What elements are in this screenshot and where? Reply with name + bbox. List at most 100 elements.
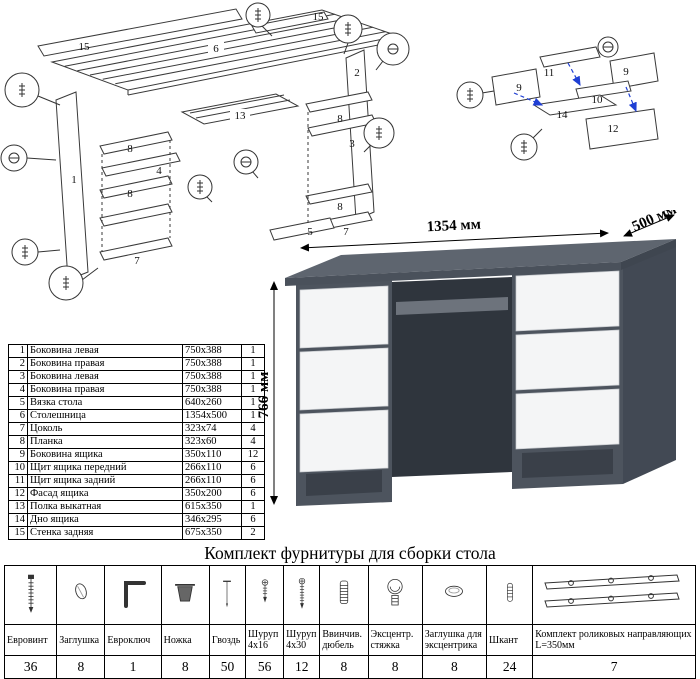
hardware-name: Шкант [486, 624, 534, 656]
screw-4x16-icon [261, 578, 268, 603]
desk-render: 1354 мм 500 мм 766 мм [256, 210, 679, 506]
hardware-qty: 56 [245, 655, 285, 679]
part-label: 8 [127, 188, 133, 200]
back-panel-parts [37, 8, 329, 57]
screw-4x30-icon [298, 577, 305, 609]
main-exploded-diagram: 15 6 15 2 13 8 4 8 1 7 8 3 8 7 5 [0, 2, 410, 301]
side-panel-parts [55, 49, 375, 281]
desk-middle-recess [392, 277, 512, 477]
part-label: 11 [544, 67, 555, 79]
part-label: 1 [71, 174, 77, 186]
hardware-callouts [0, 2, 410, 301]
hardware-name: Ножка [160, 624, 210, 656]
main-part-labels: 15 6 15 2 13 8 4 8 1 7 8 3 8 7 5 [71, 11, 360, 267]
cam-cap-icon [445, 585, 464, 597]
drawer-part-labels: 11 9 9 10 14 12 [516, 66, 629, 135]
hardware-name: Евроключ [104, 624, 162, 656]
nail-icon [223, 580, 232, 607]
part-label: 13 [235, 110, 247, 122]
part-label: 9 [623, 66, 629, 78]
hardware-qty: 7 [532, 655, 696, 679]
left-drawer-stack-parts [99, 131, 181, 261]
drawer-exploded-diagram: 11 9 9 10 14 12 [456, 36, 659, 161]
cam-lock-icon [387, 578, 403, 605]
right-plinth [522, 449, 613, 478]
part-label: 10 [592, 94, 604, 106]
part-label: 7 [134, 255, 140, 267]
drawer-parts [491, 46, 659, 150]
right-drawer-stack-parts [269, 91, 377, 241]
cap-icon [74, 582, 87, 599]
hardware-name: Заглушка [56, 624, 106, 656]
hexkey-icon [124, 580, 147, 608]
hardware-kit-title: Комплект фурнитуры для сборки стола [204, 543, 496, 563]
part-label: 4 [156, 165, 162, 177]
part-label: 6 [213, 43, 219, 55]
part-label: 3 [349, 138, 355, 150]
wood-dowel-icon [506, 582, 513, 602]
hardware-qty: 8 [160, 655, 210, 679]
hardware-table: Евровинт Заглушка Евроключ Ножка Гвоздь … [3, 565, 696, 679]
drawer-hardware-callouts [456, 36, 619, 161]
keyboard-tray [396, 297, 508, 315]
hardware-name: Евровинт [3, 624, 58, 656]
dimension-lines [270, 214, 675, 505]
hardware-name: Ввинчив. дюбель [319, 624, 369, 656]
hardware-qty: 8 [319, 655, 369, 679]
hardware-kit: Евровинт Заглушка Евроключ Ножка Гвоздь … [3, 565, 696, 679]
left-drawer-fronts [299, 285, 389, 473]
tabletop-side-edge [621, 239, 676, 270]
threaded-dowel-icon [339, 580, 349, 604]
hardware-qty: 50 [208, 655, 247, 679]
leg-icon [175, 583, 196, 602]
euroscrew-icon [27, 574, 34, 613]
hardware-name: Заглушка для эксцентрика [421, 624, 488, 656]
width-dimension-label: 1354 мм [426, 217, 481, 236]
hardware-qty: 24 [486, 655, 534, 679]
hardware-names-row: Евровинт Заглушка Евроключ Ножка Гвоздь … [3, 624, 696, 656]
part-label: 8 [337, 113, 343, 125]
part-label: 9 [516, 82, 522, 94]
hardware-qty: 12 [283, 655, 321, 679]
part-label: 8 [127, 143, 133, 155]
roller-guides-icon [544, 573, 680, 608]
hardware-qty: 36 [3, 655, 58, 679]
assembly-direction-arrows [513, 62, 637, 113]
hardware-name: Шуруп 4x30 [283, 624, 321, 656]
depth-dimension-label: 500 мм [630, 210, 679, 235]
part-label: 15 [79, 41, 91, 53]
left-plinth [306, 470, 382, 496]
part-label: 2 [354, 67, 360, 79]
part-label: 8 [337, 201, 343, 213]
hardware-name: Эксцентр. стяжка [367, 624, 423, 656]
hardware-qty: 8 [421, 655, 488, 679]
hardware-qty: 8 [56, 655, 106, 679]
hardware-icons-row [3, 565, 696, 625]
desk-right-side-panel [623, 242, 676, 484]
hardware-name: Гвоздь [208, 624, 247, 656]
hardware-qty: 8 [367, 655, 423, 679]
part-label: 12 [608, 123, 619, 135]
part-label: 15 [313, 11, 325, 23]
tabletop-front-edge [285, 262, 621, 286]
desk-body [285, 239, 676, 506]
hardware-name: Шуруп 4x16 [245, 624, 285, 656]
hardware-qty-row: 36 8 1 8 50 56 12 8 8 8 24 7 [3, 655, 696, 679]
part-label: 14 [557, 109, 569, 121]
